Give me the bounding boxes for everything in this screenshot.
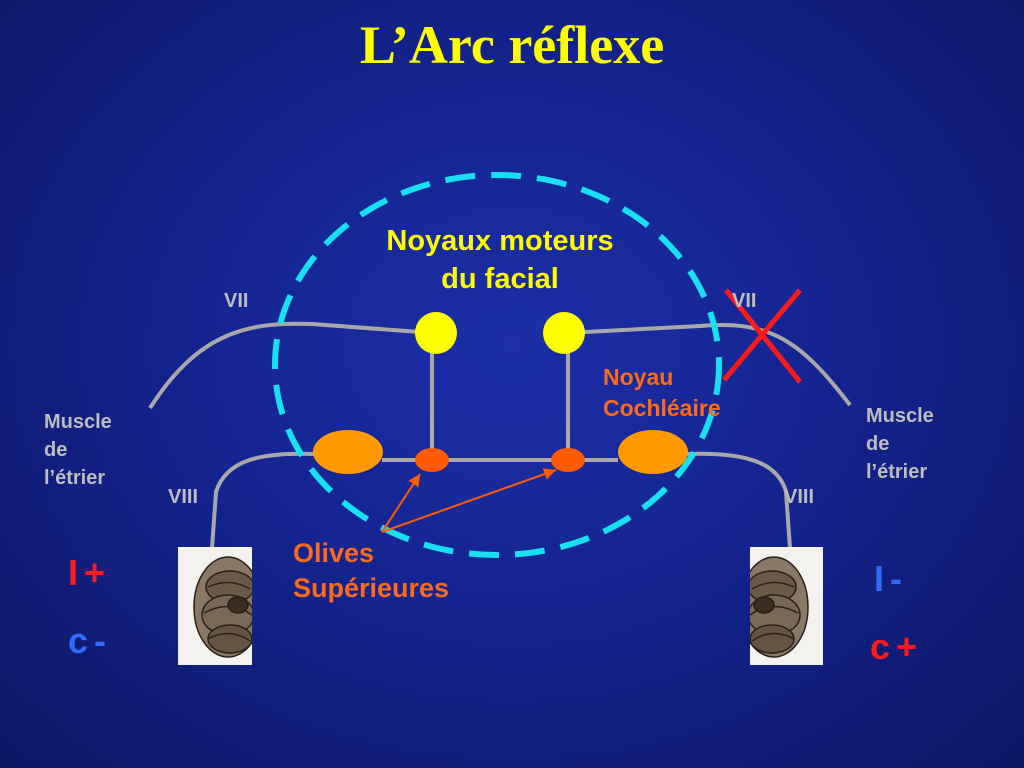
- right-contra-sign: c+: [870, 626, 923, 668]
- nerve-viii-right-label: VIII: [784, 486, 815, 508]
- motor-nuclei-label-line2: du facial: [441, 263, 559, 295]
- nerve-vii-right-label: VII: [732, 290, 757, 312]
- right-ipsi-letter: I: [874, 558, 891, 599]
- left-ipsi-letter: I: [68, 552, 85, 593]
- nerve-viii-left-label: VIII: [168, 486, 199, 508]
- cross-icon: [722, 288, 802, 384]
- left-contra-sign: c-: [68, 620, 112, 662]
- page-title: L’Arc réflexe: [359, 15, 665, 75]
- right-ipsi-symbol: -: [890, 558, 909, 599]
- motor-nuclei-label: Noyaux moteurs du facial: [340, 222, 660, 298]
- motor-nucleus-right: [543, 312, 585, 354]
- motor-nuclei-label-line1: Noyaux moteurs: [386, 225, 614, 257]
- muscle-right-label-line3: l’étrier: [866, 461, 928, 483]
- muscle-left-label-line2: de: [44, 439, 68, 461]
- arrow-to-olive-right: [381, 468, 557, 533]
- superior-olives-label-line2: Supérieures: [293, 573, 450, 603]
- right-ipsi-sign: I-: [874, 558, 908, 600]
- muscle-right-label-line1: Muscle: [866, 405, 934, 427]
- nerve-viii-left-line: [210, 451, 317, 549]
- cochlear-nucleus-right: [618, 430, 688, 474]
- right-contra-symbol: +: [896, 626, 924, 667]
- brainstem-dashed-circle: [272, 172, 722, 558]
- left-ipsi-sign: I+: [68, 552, 111, 594]
- cochlear-nucleus-label: Noyau Cochléaire: [603, 362, 721, 424]
- superior-olives-label-line1: Olives: [293, 538, 375, 568]
- cochlea-icon: [178, 547, 252, 665]
- muscle-right-label-line2: de: [866, 433, 890, 455]
- muscle-left-label: Muscle de l’étrier: [44, 408, 112, 492]
- left-contra-symbol: -: [94, 620, 113, 661]
- superior-olive-left: [415, 448, 449, 472]
- cochlear-nucleus-label-line2: Cochléaire: [603, 395, 721, 421]
- muscle-left-label-line1: Muscle: [44, 411, 112, 433]
- muscle-left-label-line3: l’étrier: [44, 467, 106, 489]
- nerve-vii-left-line: [148, 321, 421, 410]
- nerve-vii-left-label: VII: [224, 290, 249, 312]
- superior-olive-right: [551, 448, 585, 472]
- superior-olives-label: Olives Supérieures: [293, 536, 449, 606]
- left-contra-letter: c: [68, 620, 95, 661]
- arrow-to-olive-left: [381, 473, 421, 533]
- nerve-viii-right-line: [685, 451, 792, 549]
- right-contra-letter: c: [870, 626, 897, 667]
- left-ipsi-symbol: +: [84, 552, 112, 593]
- cochlear-nucleus-label-line1: Noyau: [603, 364, 674, 390]
- motor-nucleus-left: [415, 312, 457, 354]
- cochlea-icon: [750, 547, 823, 665]
- cochlear-nucleus-left: [313, 430, 383, 474]
- muscle-right-label: Muscle de l’étrier: [866, 402, 934, 486]
